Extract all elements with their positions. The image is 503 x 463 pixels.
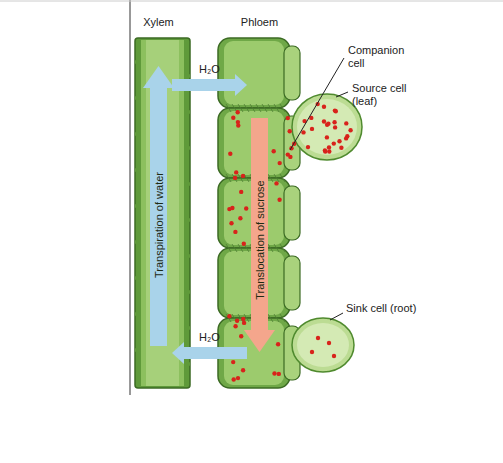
leader-line [330, 313, 343, 320]
source-cell [292, 94, 362, 160]
callout-label: Companion cell [348, 44, 422, 70]
top-rule [0, 1, 503, 2]
column-heading: Xylem [143, 16, 174, 29]
xylem-vessel: XylemTranspiration of water [145, 38, 172, 388]
leader-line [290, 58, 344, 150]
water-flow-arrow [172, 74, 247, 96]
transpiration-arrow [143, 66, 174, 346]
sucrose-dots [227, 102, 353, 382]
edge-label: H₂O [199, 331, 220, 344]
translocation-arrow [244, 118, 275, 352]
arrow-label: Transpiration of water [152, 172, 165, 278]
callout-label: Source cell (leaf) [352, 82, 426, 108]
edge-label: H₂O [199, 63, 220, 76]
leader-line [336, 92, 348, 97]
divider-line [130, 0, 131, 395]
column-heading: Phloem [241, 16, 278, 29]
water-flow-arrow [172, 342, 247, 364]
callout-label: Sink cell (root) [346, 302, 420, 315]
sink-cell [292, 318, 354, 372]
phloem-sieve-tube: PhloemTranslocation of sucrose [247, 38, 272, 388]
arrow-label: Translocation of sucrose [253, 180, 266, 299]
